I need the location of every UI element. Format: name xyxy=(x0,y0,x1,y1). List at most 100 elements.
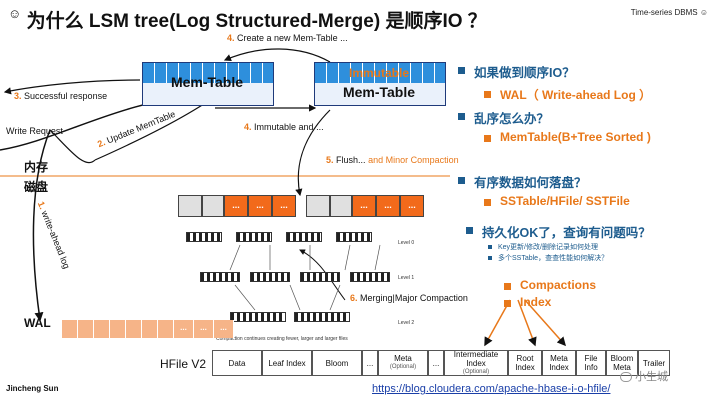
level-file xyxy=(286,232,322,242)
wal-cell-ellipsis: ... xyxy=(194,320,214,338)
level0-files xyxy=(186,232,372,242)
hfile-block-meta-index: Meta Index xyxy=(542,350,576,376)
immutable-stripe xyxy=(315,63,445,83)
hfile-block-trailer: Trailer xyxy=(638,350,670,376)
page-title: ☺ 为什么 LSM tree(Log Structured-Merge) 是顺序… xyxy=(8,6,487,32)
sstable-row-left: ... ... ... xyxy=(178,195,296,217)
bullet-icon xyxy=(488,245,492,249)
level2-label: Level 2 xyxy=(398,320,415,326)
immutable-body xyxy=(315,83,445,105)
answer-3: SSTable/HFile/ SSTFile xyxy=(500,194,630,208)
answer-index: Index xyxy=(520,295,552,309)
mem-table-body xyxy=(143,83,273,105)
sst-cell xyxy=(330,195,352,217)
mem-table xyxy=(142,62,274,106)
sst-cell-filled: ... xyxy=(272,195,296,217)
level-file xyxy=(236,232,272,242)
author-label: Jincheng Sun xyxy=(6,384,59,393)
wal-cell xyxy=(142,320,158,338)
level-file xyxy=(230,312,286,322)
wal-cell xyxy=(78,320,94,338)
question-4-sub-1: Key更新/修改/删除记录如何处理 xyxy=(498,244,598,251)
bullet-icon xyxy=(484,135,491,142)
hfile-block-bloom: Bloom xyxy=(312,350,362,376)
bullet-icon xyxy=(488,256,492,260)
sst-cell-filled: ... xyxy=(224,195,248,217)
wal-cell xyxy=(62,320,78,338)
answer-2: MemTable(B+Tree Sorted ) xyxy=(500,130,651,144)
level-file xyxy=(300,272,340,282)
level0-label: Level 0 xyxy=(398,240,415,246)
level-file xyxy=(294,312,350,322)
level-file xyxy=(350,272,390,282)
corner-label: Time-series DBMS ☺ xyxy=(630,8,708,17)
step3-response-label: 3. Successful response xyxy=(14,91,108,101)
sst-cell-filled: ... xyxy=(352,195,376,217)
question-4: 持久化OK了，查询有问题吗？ xyxy=(482,226,651,240)
wal-cell xyxy=(158,320,174,338)
source-link[interactable]: https://blog.cloudera.com/apache-hbase-i… xyxy=(372,383,611,395)
hfile-block-file-info: File Info xyxy=(576,350,606,376)
sst-cell xyxy=(306,195,330,217)
question-2: 乱序怎么办？ xyxy=(474,112,550,126)
hfile-label: HFile V2 xyxy=(160,357,207,371)
sst-cell-filled: ... xyxy=(248,195,272,217)
step6-merge-label: 6. Merging|Major Compaction xyxy=(350,293,468,303)
sstable-row-right: ... ... ... xyxy=(306,195,424,217)
wechat-icon xyxy=(620,372,632,383)
level1-label: Level 1 xyxy=(398,275,415,281)
hfile-block-data: Data xyxy=(212,350,262,376)
wal-cell xyxy=(110,320,126,338)
compaction-caption: Compaction continues creating fewer, lar… xyxy=(216,336,348,342)
bullet-icon xyxy=(458,113,465,120)
immutable-mem-table-label: Mem-Table xyxy=(342,84,416,100)
disk-label: 磁盘 xyxy=(24,180,49,194)
level-file xyxy=(200,272,240,282)
level2-files xyxy=(230,312,350,322)
watermark: 小生城 xyxy=(620,368,668,384)
step5-flush-label: 5. Flush... and Minor Compaction xyxy=(326,155,459,165)
wal-cell xyxy=(126,320,142,338)
bullet-icon xyxy=(466,227,473,234)
sst-cell xyxy=(202,195,224,217)
step4-create-label: 4. Create a new Mem-Table ... xyxy=(227,33,348,43)
hfile-blocks: Data Leaf Index Bloom ... Meta(Optional)… xyxy=(212,350,670,376)
wal-cell-ellipsis: ... xyxy=(214,320,234,338)
wal-label: WAL xyxy=(24,316,51,330)
hfile-block-leaf-index: Leaf Index xyxy=(262,350,312,376)
bullet-icon xyxy=(458,67,465,74)
hfile-block-ellipsis: ... xyxy=(428,350,444,376)
hfile-block-intermediate-index: Intermediate Index(Optional) xyxy=(444,350,508,376)
hfile-block-meta: Meta(Optional) xyxy=(378,350,428,376)
immutable-label: Immutable xyxy=(348,66,409,80)
immutable-mem-table xyxy=(314,62,446,106)
write-request-label: Write Request xyxy=(6,126,63,136)
bullet-icon xyxy=(458,177,465,184)
wal-cell-ellipsis: ... xyxy=(174,320,194,338)
memory-label: 内存 xyxy=(24,160,49,174)
level-file xyxy=(186,232,222,242)
hfile-block-root-index: Root Index xyxy=(508,350,542,376)
level-file xyxy=(250,272,290,282)
sst-cell-filled: ... xyxy=(400,195,424,217)
bullet-icon xyxy=(484,199,491,206)
level1-files xyxy=(200,272,390,282)
bullet-icon xyxy=(504,300,511,307)
mem-table-label: Mem-Table xyxy=(170,74,244,90)
answer-compactions: Compactions xyxy=(520,278,597,292)
bullet-icon xyxy=(504,283,511,290)
hfile-block-ellipsis: ... xyxy=(362,350,378,376)
answer-1: WAL（ Write-ahead Log ） xyxy=(500,88,652,102)
question-4-sub-2: 多个SSTable，查查性能如何解决？ xyxy=(498,255,609,262)
question-3: 有序数据如何落盘？ xyxy=(474,176,587,190)
question-1: 如果做到顺序IO？ xyxy=(474,66,575,80)
step4-immutable-label: 4. Immutable and ... xyxy=(244,122,324,132)
level-file xyxy=(336,232,372,242)
mem-table-stripe xyxy=(143,63,273,83)
sst-cell xyxy=(178,195,202,217)
sst-cell-filled: ... xyxy=(376,195,400,217)
wal-strip: ... ... ... xyxy=(62,320,234,338)
bullet-icon xyxy=(484,91,491,98)
smile-icon: ☺ xyxy=(8,6,22,21)
wal-cell xyxy=(94,320,110,338)
